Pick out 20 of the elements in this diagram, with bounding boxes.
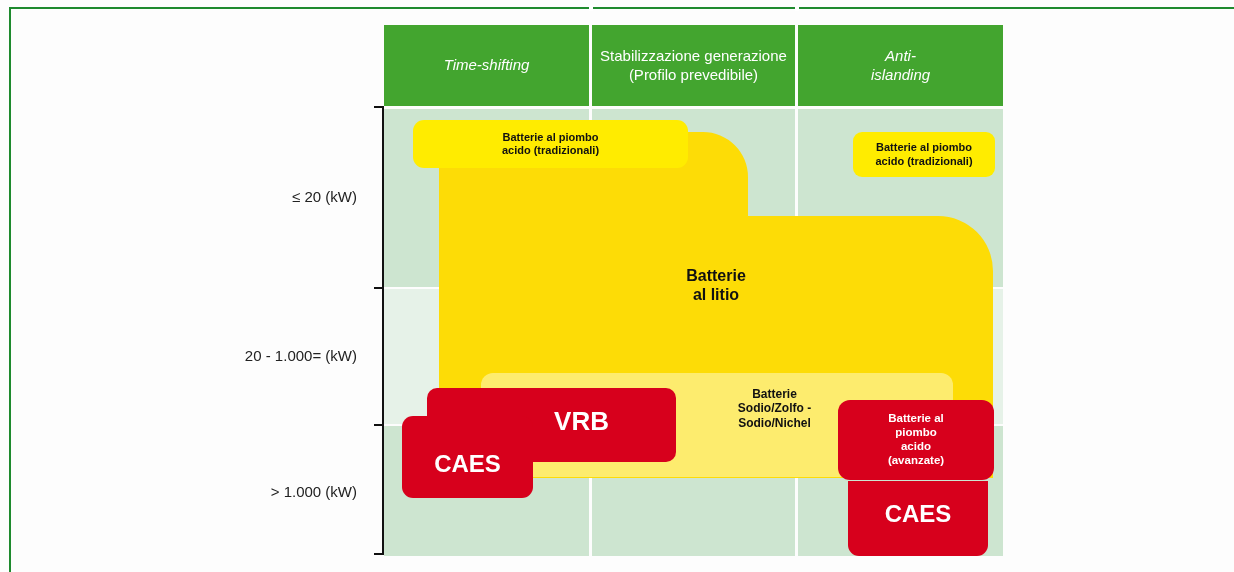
region-band [413, 120, 688, 168]
row-label: > 1.000 (kW) [270, 483, 357, 500]
header-cell [798, 25, 1003, 106]
region-label: Batterie al litio [685, 266, 747, 305]
region-label: Batterie Sodio/Zolfo - Sodio/Nichel [736, 387, 813, 431]
region-label: CAES [884, 500, 952, 529]
region-label: CAES [434, 450, 501, 479]
region-band [853, 132, 995, 177]
region-label: Batterie al piombo acido (avanzate) [886, 412, 946, 468]
column-heading: Stabilizzazione generazione (Profilo prevedibile) [600, 46, 787, 85]
column-heading: Time-shifting [443, 56, 530, 75]
row-label: 20 - 1.000= (kW) [244, 347, 357, 364]
region-band [848, 481, 988, 556]
row-label: ≤ 20 (kW) [292, 188, 357, 205]
header-cell [592, 25, 795, 106]
region-label: VRB [554, 406, 609, 438]
region-label: Batterie al piombo acido (tradizionali) [500, 130, 601, 158]
column-heading: Anti- islanding [869, 46, 932, 85]
header-cell [384, 25, 589, 106]
region-label: Batterie al piombo acido (tradizionali) [874, 141, 974, 168]
